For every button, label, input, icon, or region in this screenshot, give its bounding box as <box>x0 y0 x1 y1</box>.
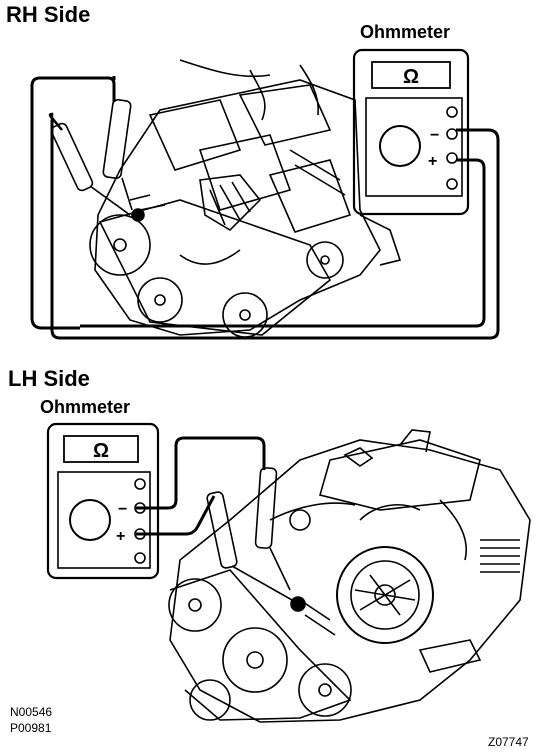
rh-probe-positive <box>50 122 131 216</box>
rh-ohmmeter-dial <box>379 125 421 167</box>
lh-plus-sign: + <box>116 528 125 545</box>
rh-ohmmeter-display <box>371 61 451 89</box>
lh-ohmmeter-label: Ohmmeter <box>40 397 131 417</box>
rh-ohmmeter-label: Ohmmeter <box>360 22 451 42</box>
rh-pulley-small <box>306 241 344 279</box>
rh-pulley-lower <box>137 277 183 323</box>
rh-lead-wire-negative-return <box>80 158 486 328</box>
lh-pulley-4 <box>189 679 231 721</box>
rh-lead-wire-positive <box>50 120 500 340</box>
lh-pulley-2 <box>222 627 288 693</box>
lh-ohmmeter-jack-4 <box>134 552 146 564</box>
lh-connector-terminal <box>290 596 306 612</box>
rh-ohmmeter-body <box>352 48 470 216</box>
lh-ohmmeter-jack-1 <box>134 478 146 490</box>
rh-connector-terminal <box>131 208 145 222</box>
lh-pulley-3 <box>298 663 352 717</box>
lh-side-title: LH Side <box>8 366 90 391</box>
rh-ohmmeter-jack-1 <box>446 106 458 118</box>
rh-ohmmeter-jack-negative <box>446 128 458 140</box>
rh-ohm-symbol: Ω <box>403 66 419 88</box>
figure-code-2: P00981 <box>10 721 52 735</box>
rh-probe-negative <box>102 98 133 211</box>
rh-ohmmeter <box>352 48 470 216</box>
lh-lead-wire-negative <box>136 436 266 510</box>
lh-ohmmeter-jack-negative <box>134 502 146 514</box>
figure-code-3: Z07747 <box>488 735 529 749</box>
rh-side-title: RH Side <box>6 2 91 27</box>
lh-pulley-1 <box>168 578 222 632</box>
lh-ohmmeter-panel <box>57 471 151 569</box>
lh-probe-positive <box>206 491 293 601</box>
rh-minus-sign: − <box>430 127 439 144</box>
lh-cap-icon <box>289 509 311 531</box>
rh-lead-wire-positive-tip <box>48 112 63 150</box>
figure-code-1: N00546 <box>10 705 53 719</box>
lh-probe-negative <box>254 467 291 591</box>
rh-ohmmeter-jack-4 <box>446 178 458 190</box>
rh-ohmmeter-jack-positive <box>446 152 458 164</box>
rh-pulley-large <box>89 214 151 276</box>
lh-alternator-body <box>336 546 434 644</box>
lh-ohm-symbol: Ω <box>93 440 109 462</box>
rh-ohmmeter-panel <box>365 97 463 197</box>
rh-plus-sign: + <box>428 153 437 170</box>
rh-lead-wire-negative <box>30 76 116 330</box>
lh-ohmmeter-jack-positive <box>134 528 146 540</box>
lh-ohmmeter-dial <box>69 499 111 541</box>
lh-minus-sign: − <box>118 501 127 518</box>
lh-ohmmeter-display <box>63 435 139 463</box>
lh-ohmmeter-body <box>46 422 160 580</box>
lh-engine-illustration <box>168 429 531 723</box>
lh-ohmmeter <box>46 422 160 580</box>
rh-engine-illustration <box>89 59 402 338</box>
lh-lead-wire-positive <box>136 495 216 536</box>
